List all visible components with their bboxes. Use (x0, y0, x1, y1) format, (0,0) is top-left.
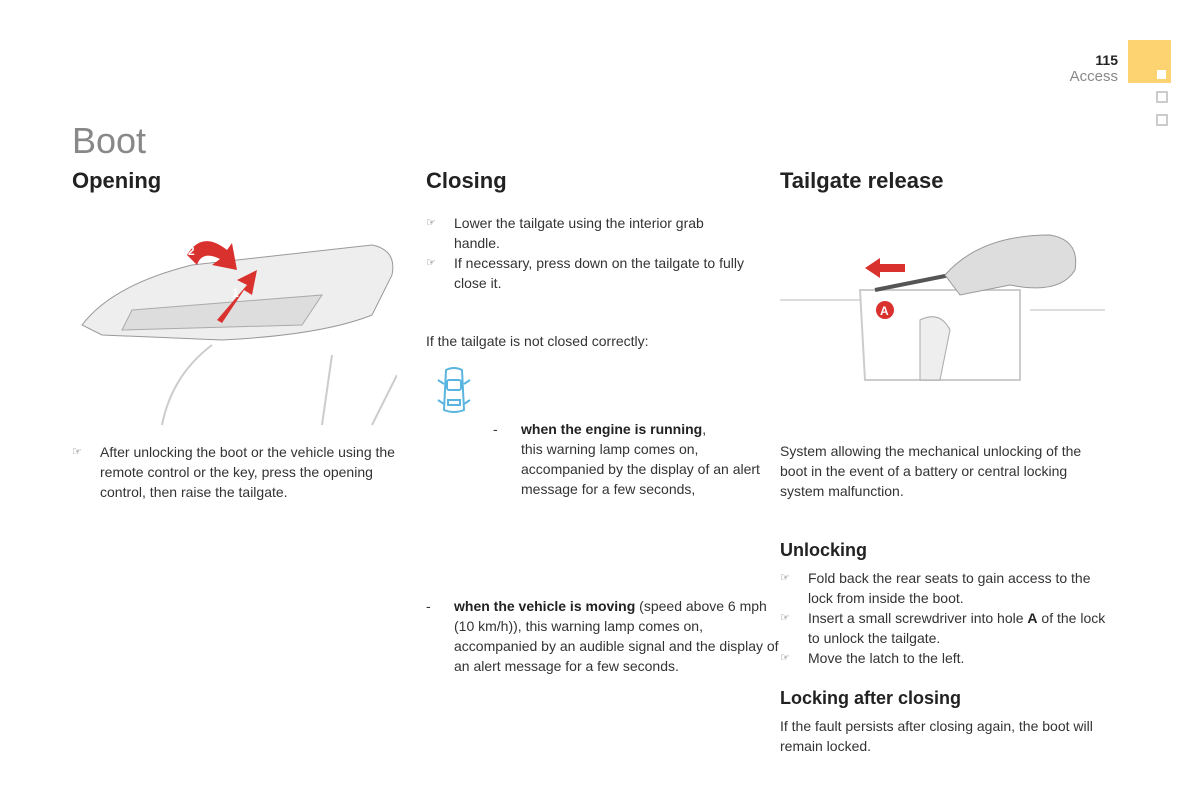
page-title: Boot (72, 120, 147, 161)
closing-case-engine-running: -when the engine is running,this warning… (493, 421, 760, 497)
locking-text: If the fault persists after closing agai… (780, 718, 1093, 754)
pointer-icon: ☞ (780, 612, 790, 624)
unlocking-bullets: ☞Fold back the rear seats to gain access… (780, 570, 1106, 666)
closing-case-vehicle-moving: -when the vehicle is moving (speed above… (426, 598, 779, 674)
unlocking-heading: Unlocking (780, 540, 868, 560)
opening-bullet: ☞After unlocking the boot or the vehicle… (72, 444, 395, 500)
closing-heading: Closing (426, 168, 507, 193)
pointer-icon: ☞ (780, 652, 790, 664)
section-tab-active[interactable] (1128, 40, 1171, 83)
pointer-icon: ☞ (426, 257, 436, 269)
page-number: 115 (1095, 52, 1118, 68)
boot-open-warning-lamp-icon (437, 367, 471, 413)
callout-A: A (880, 304, 889, 318)
pointer-icon: ☞ (780, 572, 790, 584)
tailgate-description: System allowing the mechanical unlocking… (780, 443, 1082, 499)
section-tab[interactable] (1156, 114, 1168, 126)
tailgate-release-illustration: A (780, 234, 1105, 381)
page-header: 115 Access (1060, 52, 1118, 85)
closing-bullets: ☞Lower the tailgate using the interior g… (426, 215, 745, 291)
locking-heading: Locking after closing (780, 688, 962, 708)
opening-heading: Opening (72, 168, 162, 193)
section-tab[interactable] (1156, 91, 1168, 103)
section-name: Access (1069, 68, 1118, 85)
tailgate-release-heading: Tailgate release (780, 168, 944, 193)
closing-intro: If the tailgate is not closed correctly: (426, 333, 649, 349)
callout-1: 1 (232, 286, 239, 300)
tailgate-opening-illustration: 1 2 (81, 241, 397, 426)
callout-2: 2 (188, 244, 195, 258)
pointer-icon: ☞ (426, 217, 436, 229)
pointer-icon: ☞ (72, 446, 82, 458)
